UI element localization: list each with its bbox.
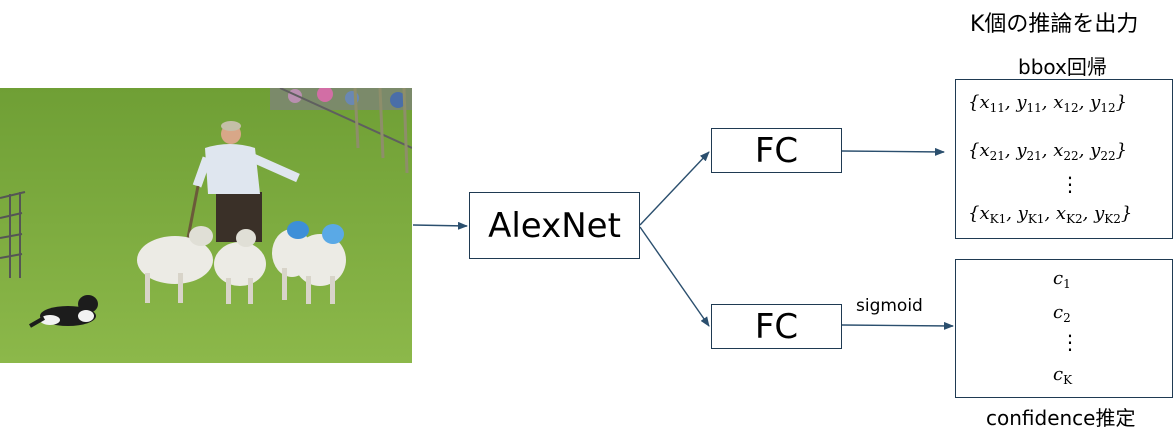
confidence-estimation-label: confidence推定 (986, 406, 1136, 430)
conf-row-2: c2 (1053, 302, 1071, 325)
arrow-fc-top-to-bbox (841, 147, 945, 156)
k-outputs-title: K個の推論を出力 (970, 6, 1138, 38)
input-image (0, 88, 412, 363)
arrow-fc-bottom-to-confidence (841, 321, 954, 330)
arrow-alexnet-to-fc-top (639, 151, 710, 226)
fc-top-label: FC (754, 130, 799, 171)
bbox-regression-label: bbox回帰 (1018, 55, 1107, 79)
alexnet-box: AlexNet (469, 192, 640, 259)
confidence-output-box: c1 c2 ⋮ cK (955, 259, 1173, 398)
conf-row-k: cK (1053, 364, 1073, 387)
bbox-row-k: {xK1, yK1, xK2, yK2} (968, 203, 1133, 226)
sigmoid-label: sigmoid (856, 296, 923, 316)
arrow-image-to-alexnet (412, 221, 468, 230)
k-outputs-title-text: K個の推論を出力 (970, 12, 1139, 37)
conf-row-1: c1 (1053, 268, 1071, 291)
fc-top-box: FC (711, 128, 842, 173)
bbox-output-box: {x11, y11, x12, y12} {x21, y21, x22, y22… (955, 79, 1173, 239)
bbox-row-2: {x21, y21, x22, y22} (968, 140, 1128, 163)
arrow-alexnet-to-fc-bottom (639, 226, 710, 327)
bbox-row-1: {x11, y11, x12, y12} (968, 92, 1128, 115)
fc-bottom-box: FC (711, 304, 842, 349)
conf-ellipsis: ⋮ (1060, 330, 1080, 354)
bbox-ellipsis: ⋮ (1060, 172, 1080, 196)
fc-bottom-label: FC (754, 306, 799, 347)
alexnet-label: AlexNet (488, 205, 621, 246)
sheep-photo-illustration (0, 88, 412, 363)
